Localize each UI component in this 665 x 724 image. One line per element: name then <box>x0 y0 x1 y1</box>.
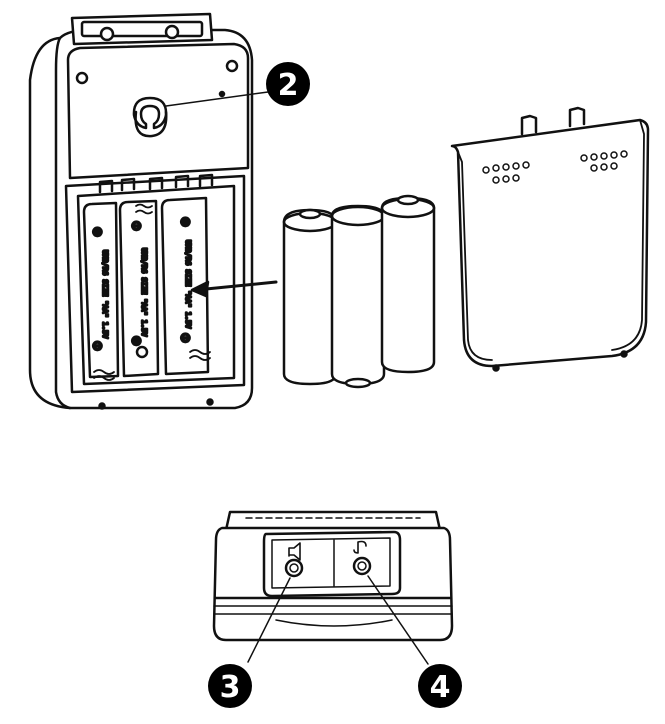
battery-slot-1: ⊕ ⊖ UM3/R6 SIZE "AA" 1.5V <box>82 201 120 379</box>
plus-mark: ⊕ <box>131 334 142 349</box>
callout-label: 3 <box>220 670 241 705</box>
vent-holes-left <box>482 161 530 184</box>
callout-4: 4 <box>418 664 462 708</box>
callout-label: 4 <box>430 670 451 705</box>
button-4[interactable] <box>352 540 372 576</box>
aa-batteries <box>282 194 436 389</box>
callout-3: 3 <box>208 664 252 708</box>
plus-mark: ⊕ <box>180 215 191 230</box>
slot-label: UM3/R6 SIZE "AA" 1.5V <box>140 248 148 337</box>
battery-slot-2: ⊖ ⊕ UM3/R6 SIZE "AA" 1.5V <box>118 199 160 378</box>
callout-2: 2 <box>266 62 310 106</box>
aa-battery <box>330 204 386 389</box>
keyhole-hanger <box>132 96 168 138</box>
minus-mark: ⊖ <box>131 219 142 234</box>
button-3[interactable] <box>284 542 304 578</box>
minus-mark: ⊖ <box>180 331 191 346</box>
slot-label: UM3/R6 SIZE "AA" 1.5V <box>184 240 192 329</box>
plus-mark: ⊕ <box>92 225 103 240</box>
aa-battery <box>380 194 436 374</box>
insert-arrow <box>190 280 278 298</box>
unit-bottom-view <box>212 510 454 665</box>
aa-battery <box>282 208 338 386</box>
main-unit-rear: ⊕ ⊖ UM3/R6 SIZE "AA" 1.5V ⊖ ⊕ UM3/R6 SIZ… <box>28 12 269 410</box>
minus-mark: ⊖ <box>92 339 103 354</box>
callout-label: 2 <box>278 68 299 103</box>
slot-label: UM3/R6 SIZE "AA" 1.5V <box>101 250 109 339</box>
melody-icon <box>353 540 367 554</box>
vent-holes-right <box>580 150 628 172</box>
battery-door <box>450 106 650 372</box>
sound-icon <box>288 542 301 561</box>
battery-slot-3: ⊕ ⊖ UM3/R6 SIZE "AA" 1.5V <box>160 196 210 376</box>
